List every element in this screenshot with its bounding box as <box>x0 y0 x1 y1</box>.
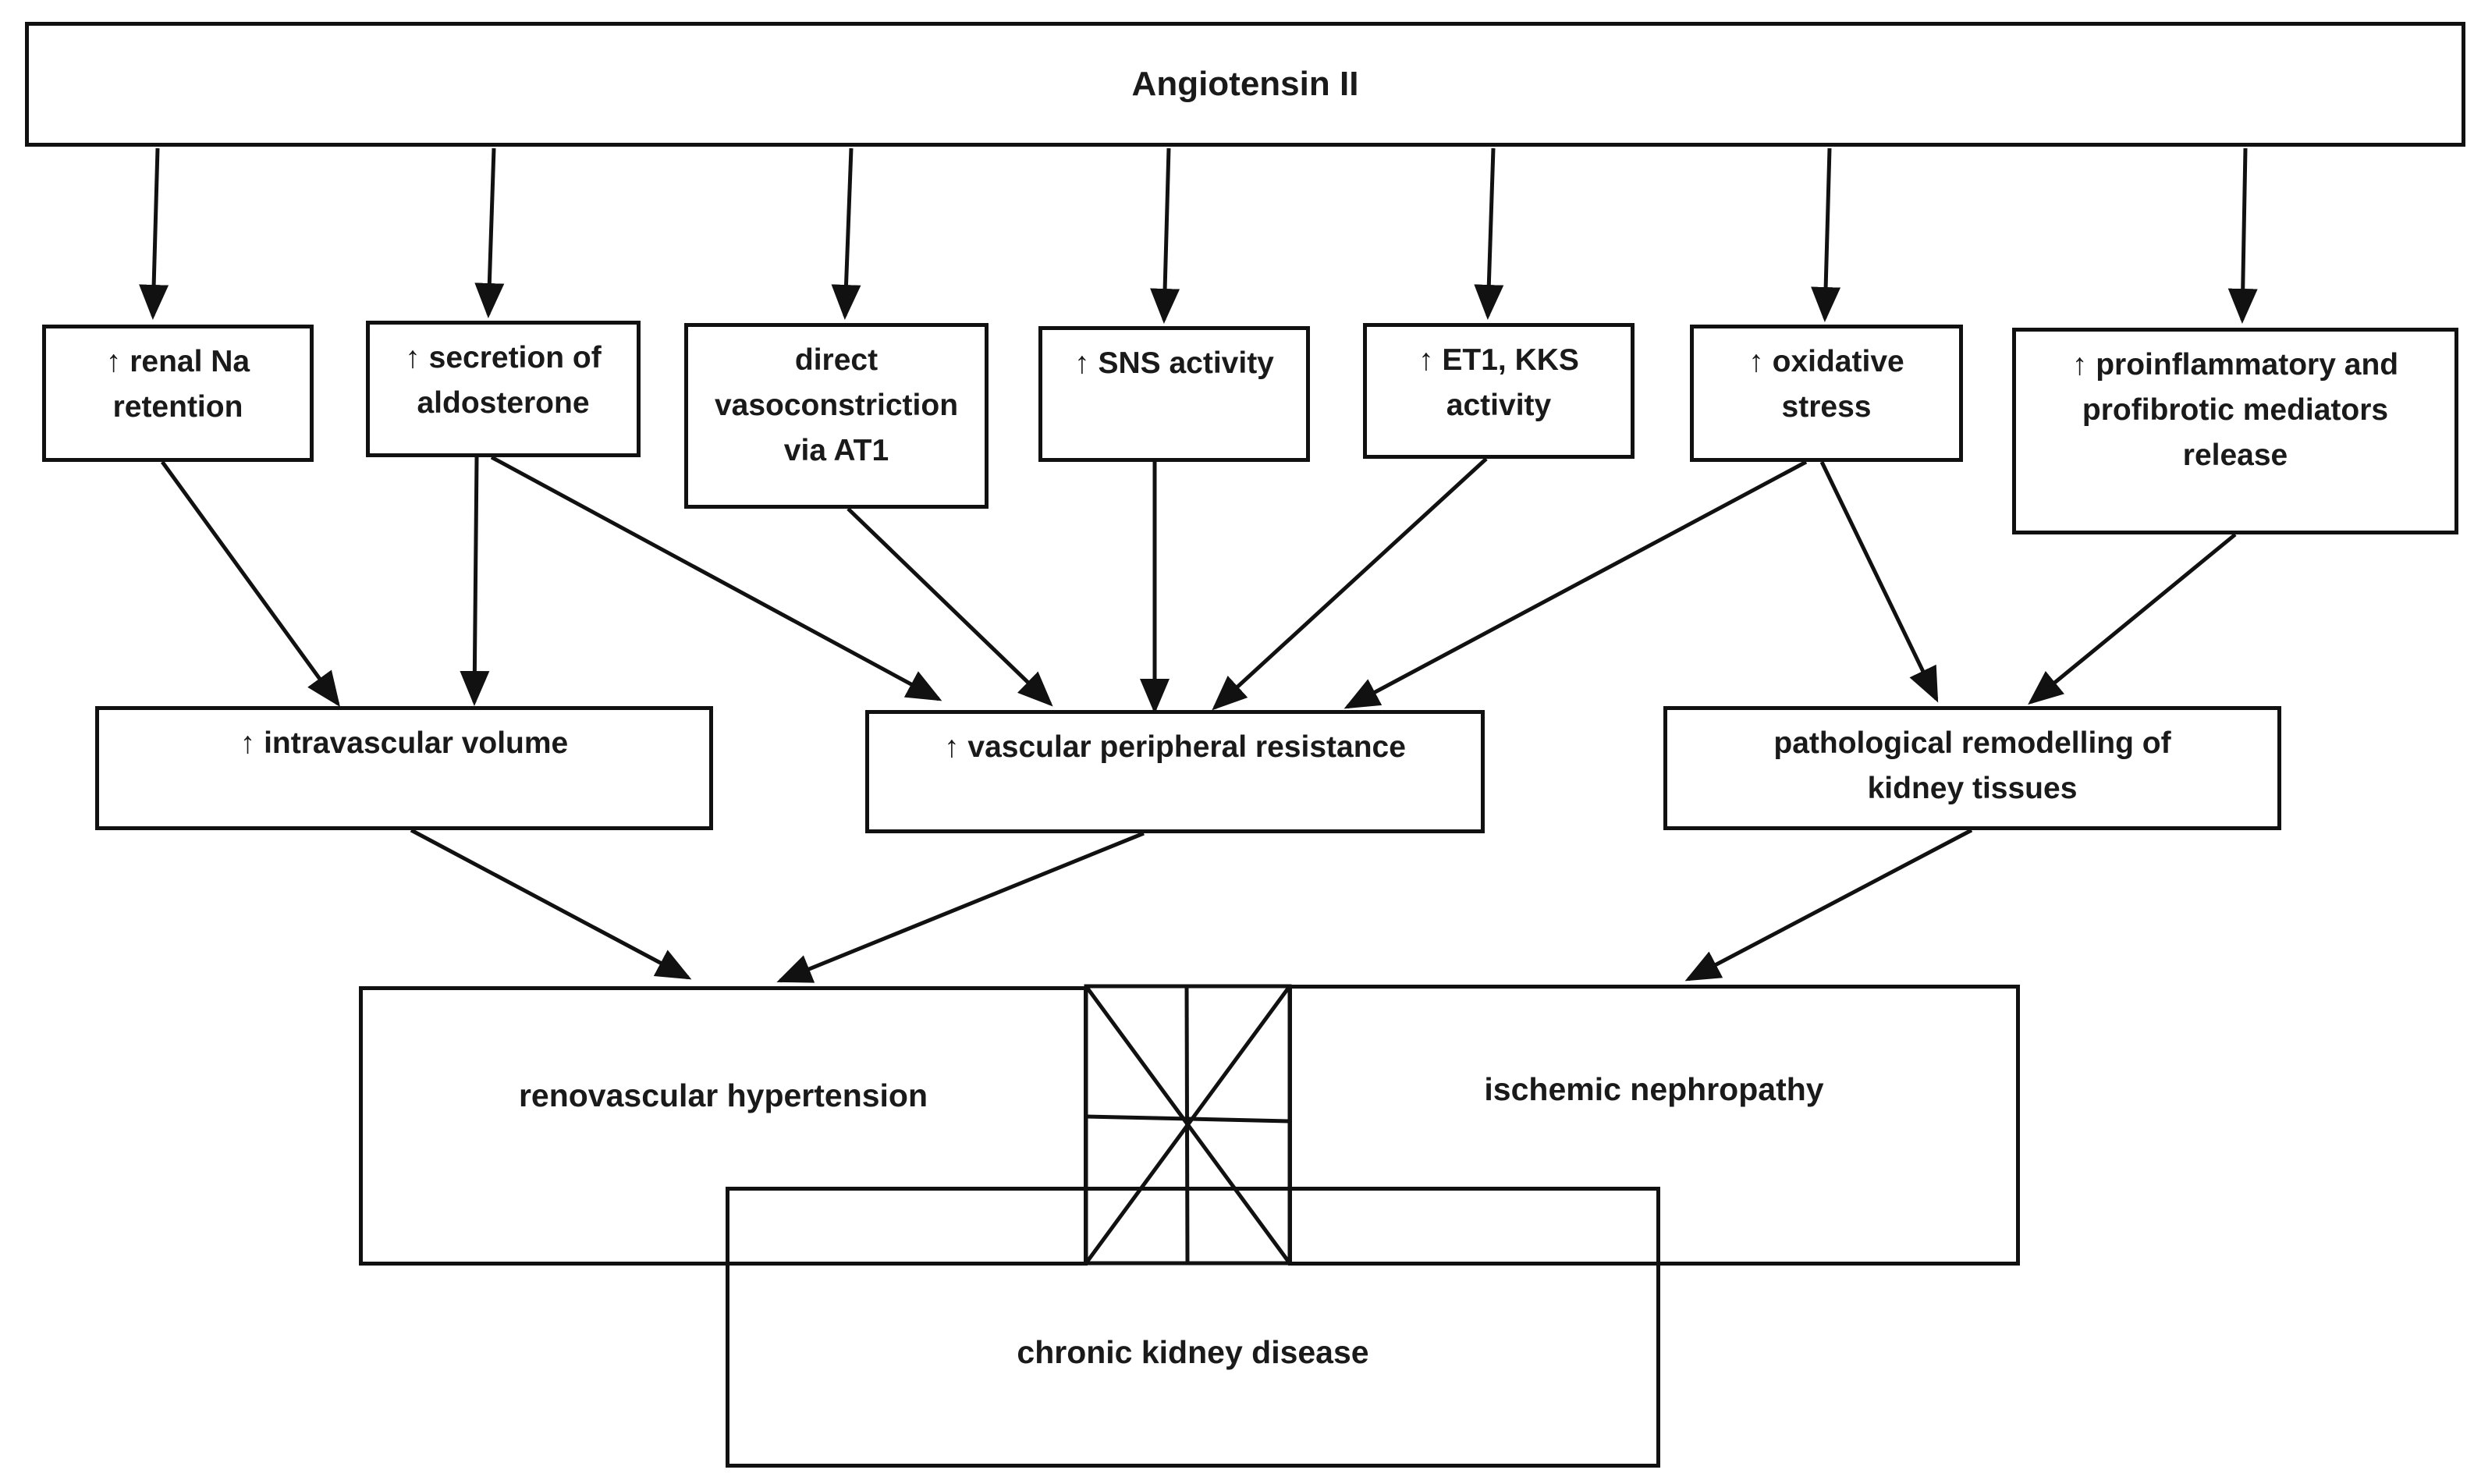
mechanism-oxidative-stress: ↑ oxidative stress <box>1690 325 1963 462</box>
arrow-et1-to-resistance <box>1212 457 1488 711</box>
angiotensin-title-box: Angiotensin II <box>25 22 2465 147</box>
effect-label: pathological remodelling of kidney tissu… <box>1773 726 2171 805</box>
effect-intravascular-volume: ↑ intravascular volume <box>95 706 713 830</box>
arrow-title-to-et1 <box>1474 147 1504 320</box>
mechanism-label: ↑ secretion of aldosterone <box>405 341 602 420</box>
mechanism-label: ↑ proinflammatory and profibrotic mediat… <box>2071 348 2399 472</box>
arrow-oxidative-to-resistance <box>1343 460 1808 709</box>
mechanism-vasoconstriction: direct vasoconstriction via AT1 <box>684 323 989 509</box>
mechanism-et1-kks: ↑ ET1, KKS activity <box>1363 323 1635 459</box>
outcome-label: renovascular hypertension <box>518 1077 928 1113</box>
mechanism-renal-na: ↑ renal Na retention <box>42 325 314 462</box>
effect-label: ↑ vascular peripheral resistance <box>944 730 1406 764</box>
arrow-remodelling-to-nephropathy <box>1684 828 1973 982</box>
mechanism-label: ↑ oxidative stress <box>1748 345 1904 424</box>
mechanism-sns: ↑ SNS activity <box>1038 326 1310 462</box>
arrow-title-to-proinflammatory <box>2227 147 2258 324</box>
arrow-volume-to-hypertension <box>410 828 692 980</box>
outcome-label: chronic kidney disease <box>1017 1334 1369 1370</box>
mechanism-aldosterone: ↑ secretion of aldosterone <box>366 321 641 457</box>
arrow-title-to-vasoconstriction <box>831 147 861 320</box>
mechanism-label: ↑ renal Na retention <box>105 345 250 424</box>
arrow-title-to-sns <box>1150 147 1180 324</box>
effect-label: ↑ intravascular volume <box>240 726 569 760</box>
arrow-title-to-na <box>139 147 169 320</box>
outcome-ischemic-nephropathy: ischemic nephropathy <box>1288 985 2020 1266</box>
angiotensin-title: Angiotensin II <box>1131 65 1359 103</box>
arrow-proinflammatory-to-remodelling <box>2028 533 2237 705</box>
arrow-vasoconstriction-to-resistance <box>847 507 1053 707</box>
mechanism-label: ↑ ET1, KKS activity <box>1418 343 1579 422</box>
arrow-resistance-to-hypertension <box>776 831 1145 983</box>
effect-peripheral-resistance: ↑ vascular peripheral resistance <box>865 710 1485 833</box>
arrow-title-to-oxidative <box>1811 147 1841 322</box>
outcome-renovascular-hypertension: renovascular hypertension <box>359 986 1088 1266</box>
arrow-na-to-volume <box>160 460 340 708</box>
outcome-label: ischemic nephropathy <box>1484 1071 1824 1107</box>
mechanism-label: direct vasoconstriction via AT1 <box>714 343 959 467</box>
mechanism-label: ↑ SNS activity <box>1074 346 1274 380</box>
effect-pathological-remodelling: pathological remodelling of kidney tissu… <box>1663 706 2281 830</box>
arrow-title-to-aldosterone <box>474 147 505 318</box>
arrow-oxidative-to-remodelling <box>1819 460 1939 703</box>
arrow-aldosterone-to-volume <box>460 456 490 706</box>
mechanism-proinflammatory: ↑ proinflammatory and profibrotic mediat… <box>2012 328 2458 534</box>
outcome-chronic-kidney-disease: chronic kidney disease <box>726 1187 1660 1468</box>
arrow-aldosterone-to-resistance <box>490 455 942 701</box>
